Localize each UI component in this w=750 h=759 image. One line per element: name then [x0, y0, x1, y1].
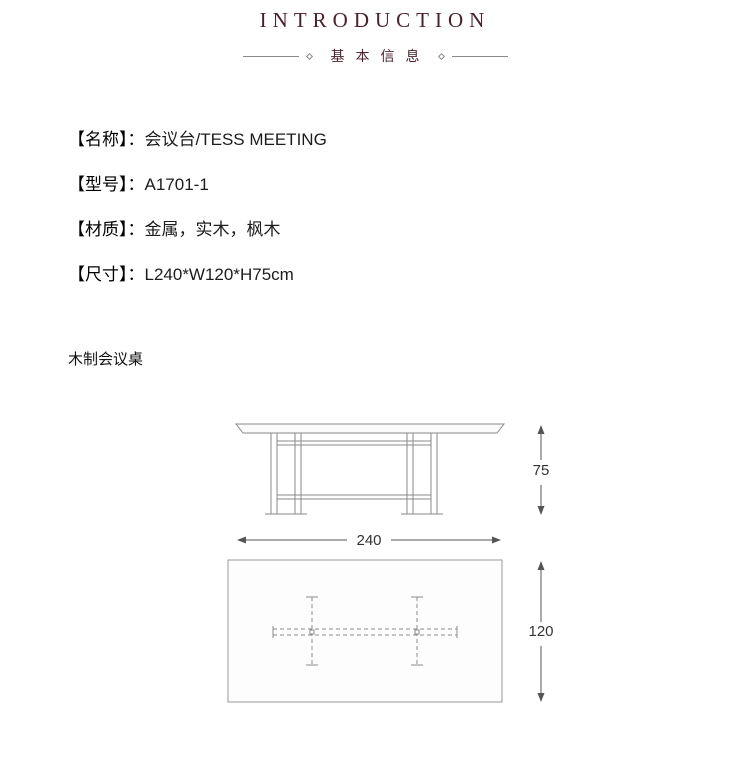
dim-length-label: 240	[356, 532, 381, 549]
dim-width-label: 120	[528, 623, 553, 640]
width-dimension: 240	[237, 532, 501, 549]
spec-row-size: 【尺寸】： L240*W120*H75cm	[68, 265, 327, 284]
technical-drawing: 75 240	[0, 400, 750, 730]
diamond-icon-left	[305, 52, 313, 60]
front-view	[234, 423, 506, 515]
section-divider: 基本信息	[0, 46, 750, 66]
spec-label: 【材质】：	[68, 220, 145, 239]
spec-label: 【型号】：	[68, 175, 145, 194]
section-subtitle: 基本信息	[330, 48, 431, 64]
spec-value: 金属，实木，枫木	[144, 220, 281, 239]
drawing-caption: 木制会议桌	[68, 351, 144, 368]
divider-line-left	[242, 55, 299, 57]
spec-list: 【名称】： 会议台/TESS MEETING 【型号】： A1701-1 【材质…	[68, 130, 327, 284]
diamond-icon-right	[437, 52, 445, 60]
dim-height-label: 75	[533, 462, 550, 479]
spec-value: A1701-1	[144, 175, 209, 194]
spec-row-name: 【名称】： 会议台/TESS MEETING	[68, 130, 327, 149]
spec-value: 会议台/TESS MEETING	[144, 130, 327, 149]
top-view	[227, 559, 503, 703]
spec-value: L240*W120*H75cm	[144, 265, 294, 284]
spec-row-material: 【材质】： 金属，实木，枫木	[68, 220, 327, 239]
divider-line-right	[451, 55, 508, 57]
spec-label: 【尺寸】：	[68, 265, 145, 284]
depth-dimension: 120	[528, 561, 554, 702]
height-dimension: 75	[533, 425, 550, 515]
page-title: INTRODUCTION	[259, 8, 491, 32]
dimension-drawing-svg: 75 240	[227, 423, 554, 703]
spec-row-model: 【型号】： A1701-1	[68, 175, 327, 194]
spec-label: 【名称】：	[68, 130, 145, 149]
